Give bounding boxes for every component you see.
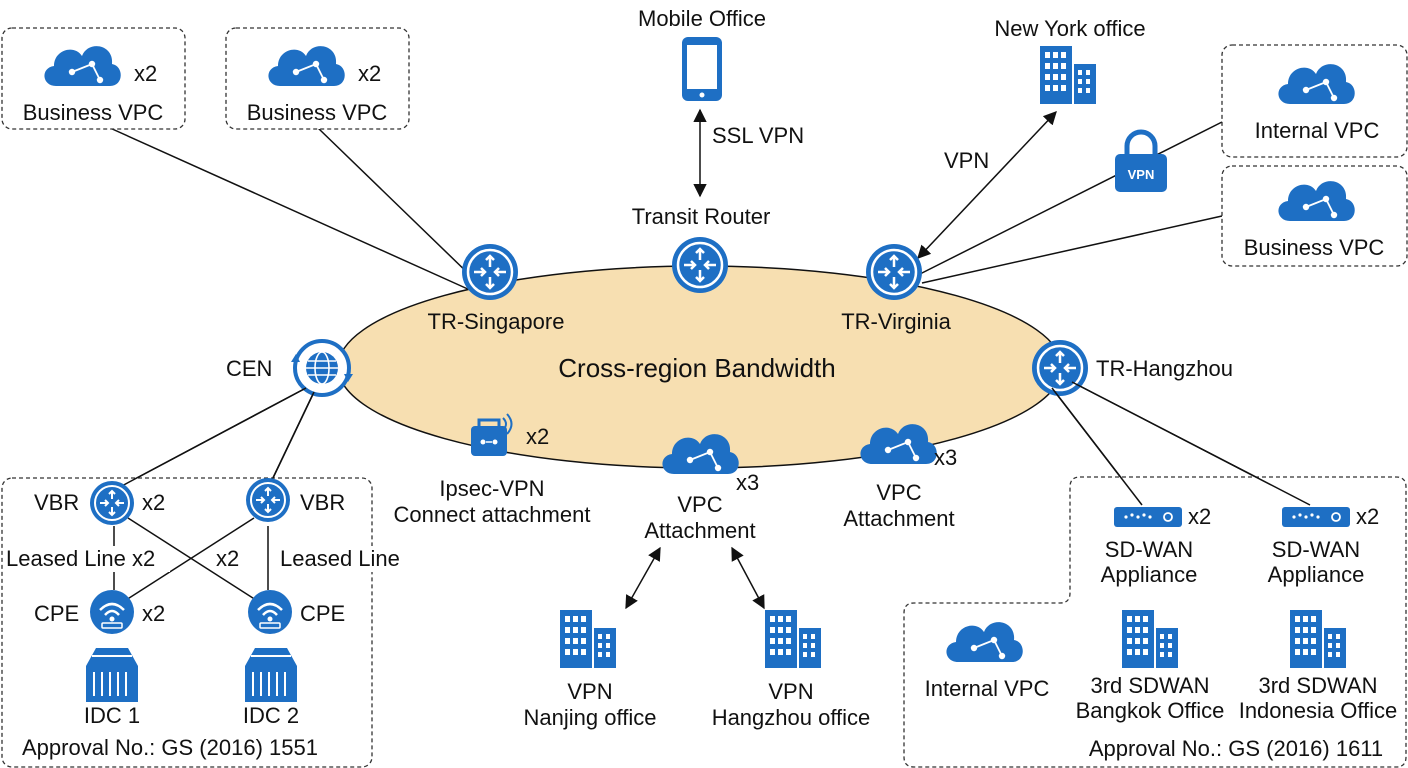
ipsec-label-line1: Ipsec-VPN: [439, 476, 544, 501]
vpc-attachment-line1: VPC: [677, 492, 722, 517]
tr-hangzhou-label: TR-Hangzhou: [1096, 356, 1233, 381]
internal-vpc-label: Internal VPC: [1255, 118, 1380, 143]
leased-line-2-label: Leased Line: [280, 546, 400, 571]
vpc-attachment-count: x3: [736, 470, 759, 495]
link-internalvpc-virginia: [917, 121, 1223, 276]
vbr2-label: VBR: [300, 490, 345, 515]
business-vpc-box-right[interactable]: Business VPC: [1221, 165, 1408, 267]
new-york-office-label: New York office: [994, 16, 1145, 41]
sdwan2-count: x2: [1356, 504, 1379, 529]
sdwan1-line2: Appliance: [1101, 562, 1198, 587]
vpn-nanjing-line1: VPN: [567, 679, 612, 704]
nanjing-office-building-icon[interactable]: [560, 610, 616, 668]
sdwan-appliance-1-icon[interactable]: [1113, 506, 1183, 528]
internal-vpc-box-right[interactable]: Internal VPC: [1221, 44, 1408, 158]
business-vpc-label: Business VPC: [1244, 235, 1385, 260]
vbr1-count: x2: [142, 490, 165, 515]
ipsec-vpn-icon[interactable]: [471, 413, 513, 456]
ssl-vpn-label: SSL VPN: [712, 123, 804, 148]
link-businessvpc-virginia: [921, 215, 1223, 284]
cpe1-icon[interactable]: [88, 588, 136, 636]
indonesia-line2: Indonesia Office: [1239, 698, 1398, 723]
cross-region-bandwidth-label: Cross-region Bandwidth: [558, 353, 835, 383]
vpc-attachment-count: x3: [934, 445, 957, 470]
sdwan1-line1: SD-WAN: [1105, 537, 1193, 562]
mobile-office-label: Mobile Office: [638, 6, 766, 31]
business-vpc-label: Business VPC: [247, 100, 388, 125]
approval-left-label: Approval No.: GS (2016) 1551: [22, 735, 318, 760]
cen-globe-icon[interactable]: [291, 339, 353, 397]
business-vpc-count: x2: [358, 61, 381, 86]
indonesia-line1: 3rd SDWAN: [1259, 673, 1378, 698]
sdwan-appliance-2-icon[interactable]: [1281, 506, 1351, 528]
tr-singapore-icon[interactable]: [460, 242, 520, 302]
ipsec-label-line2: Connect attachment: [394, 502, 591, 527]
idc1-label: IDC 1: [84, 703, 140, 728]
leased-line-1-label: Leased Line x2: [6, 546, 155, 571]
vbr2-icon[interactable]: [245, 477, 291, 523]
transit-router-icon[interactable]: [670, 235, 730, 295]
idc2-icon[interactable]: [244, 647, 298, 703]
vpc-attachment-line2: Attachment: [644, 518, 755, 543]
cen-label: CEN: [226, 356, 272, 381]
link-vpcattach-hangzhou: [731, 546, 765, 610]
vbr1-icon[interactable]: [89, 480, 135, 526]
cross-count-label: x2: [216, 546, 239, 571]
vpn-lock-text: VPN: [1128, 167, 1155, 182]
link-vpcattach-nanjing: [625, 546, 661, 610]
cpe1-count: x2: [142, 601, 165, 626]
ipsec-count: x2: [526, 424, 549, 449]
sdwan2-line2: Appliance: [1268, 562, 1365, 587]
vpn-lock-icon: VPN: [1115, 129, 1167, 192]
vpn-link-label: VPN: [944, 148, 989, 173]
tr-hangzhou-icon[interactable]: [1030, 338, 1090, 398]
business-vpc-box-left-1[interactable]: x2 Business VPC: [1, 27, 186, 130]
bangkok-line1: 3rd SDWAN: [1091, 673, 1210, 698]
vpn-hangzhou-line1: VPN: [768, 679, 813, 704]
sdwan1-count: x2: [1188, 504, 1211, 529]
sdwan-group-box: [903, 476, 1407, 768]
internal-vpc-label: Internal VPC: [925, 676, 1050, 701]
link-bvpc1-singapore: [109, 127, 471, 291]
approval-right-label: Approval No.: GS (2016) 1611: [1089, 736, 1383, 761]
business-vpc-label: Business VPC: [23, 100, 164, 125]
cpe2-icon[interactable]: [246, 588, 294, 636]
vpn-nanjing-line2: Nanjing office: [524, 705, 657, 730]
tr-virginia-icon[interactable]: [864, 242, 924, 302]
idc1-icon[interactable]: [85, 647, 139, 703]
bangkok-line2: Bangkok Office: [1076, 698, 1225, 723]
tr-virginia-label: TR-Virginia: [841, 309, 951, 334]
vpc-attachment-line2: Attachment: [843, 506, 954, 531]
link-bvpc2-singapore: [317, 127, 476, 281]
transit-router-label: Transit Router: [632, 204, 771, 229]
business-vpc-count: x2: [134, 61, 157, 86]
link-newyork-virginia: [917, 111, 1057, 259]
vpn-hangzhou-line2: Hangzhou office: [712, 705, 871, 730]
business-vpc-box-left-2[interactable]: x2 Business VPC: [225, 27, 410, 130]
idc2-label: IDC 2: [243, 703, 299, 728]
hangzhou-office-building-icon[interactable]: [765, 610, 821, 668]
vbr1-label: VBR: [34, 490, 79, 515]
vpc-attachment-line1: VPC: [876, 480, 921, 505]
sdwan2-line1: SD-WAN: [1272, 537, 1360, 562]
new-york-building-icon[interactable]: [1040, 46, 1096, 104]
tr-singapore-label: TR-Singapore: [428, 309, 565, 334]
cpe2-label: CPE: [300, 601, 345, 626]
cpe1-label: CPE: [34, 601, 79, 626]
mobile-phone-icon[interactable]: [682, 37, 722, 101]
